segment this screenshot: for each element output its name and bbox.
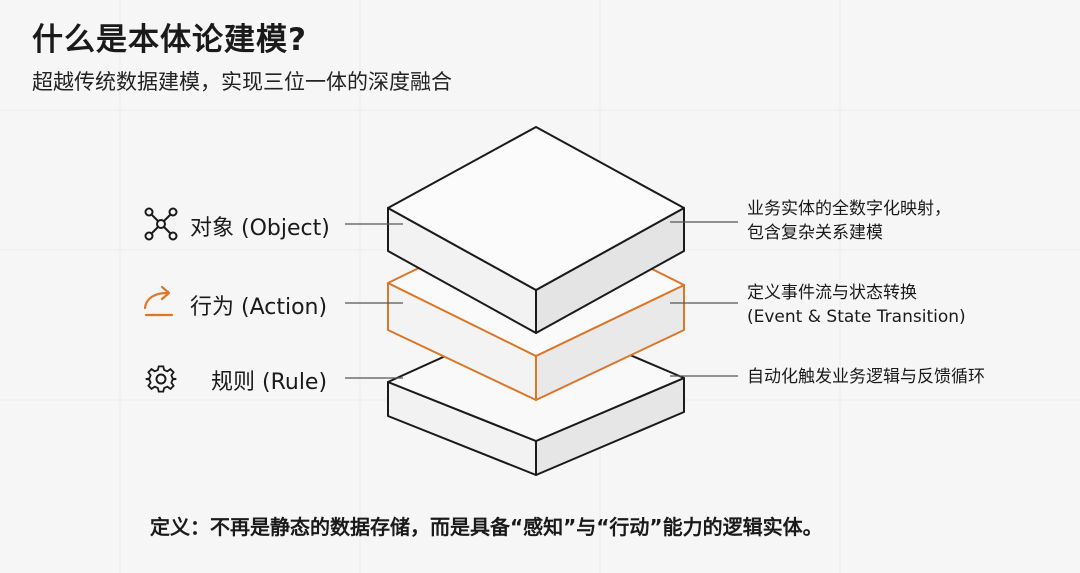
- action-description-line-1: 定义事件流与状态转换: [747, 283, 917, 303]
- action-label: 行为 (Action): [190, 295, 328, 320]
- gear-icon: [145, 365, 177, 393]
- rule-label: 规则 (Rule): [211, 370, 328, 395]
- object-description-line-2: 包含复杂关系建模: [747, 223, 883, 243]
- rule-description: 自动化触发业务逻辑与反馈循环: [747, 365, 985, 389]
- page-subtitle: 超越传统数据建模，实现三位一体的深度融合: [32, 70, 452, 94]
- action-description-line-2: (Event & State Transition): [747, 307, 966, 327]
- share-arrow-icon: [143, 285, 174, 317]
- page-title: 什么是本体论建模?: [32, 22, 307, 58]
- rule-description-line-1: 自动化触发业务逻辑与反馈循环: [747, 367, 985, 387]
- network-nodes-icon: [144, 207, 178, 241]
- definition-text: 定义：不再是静态的数据存储，而是具备“感知”与“行动”能力的逻辑实体。: [150, 515, 823, 539]
- object-slab: [387, 126, 685, 334]
- object-description: 业务实体的全数字化映射， 包含复杂关系建模: [747, 197, 951, 245]
- object-label: 对象 (Object): [190, 216, 330, 241]
- action-description: 定义事件流与状态转换 (Event & State Transition): [747, 281, 966, 329]
- object-description-line-1: 业务实体的全数字化映射，: [747, 199, 951, 219]
